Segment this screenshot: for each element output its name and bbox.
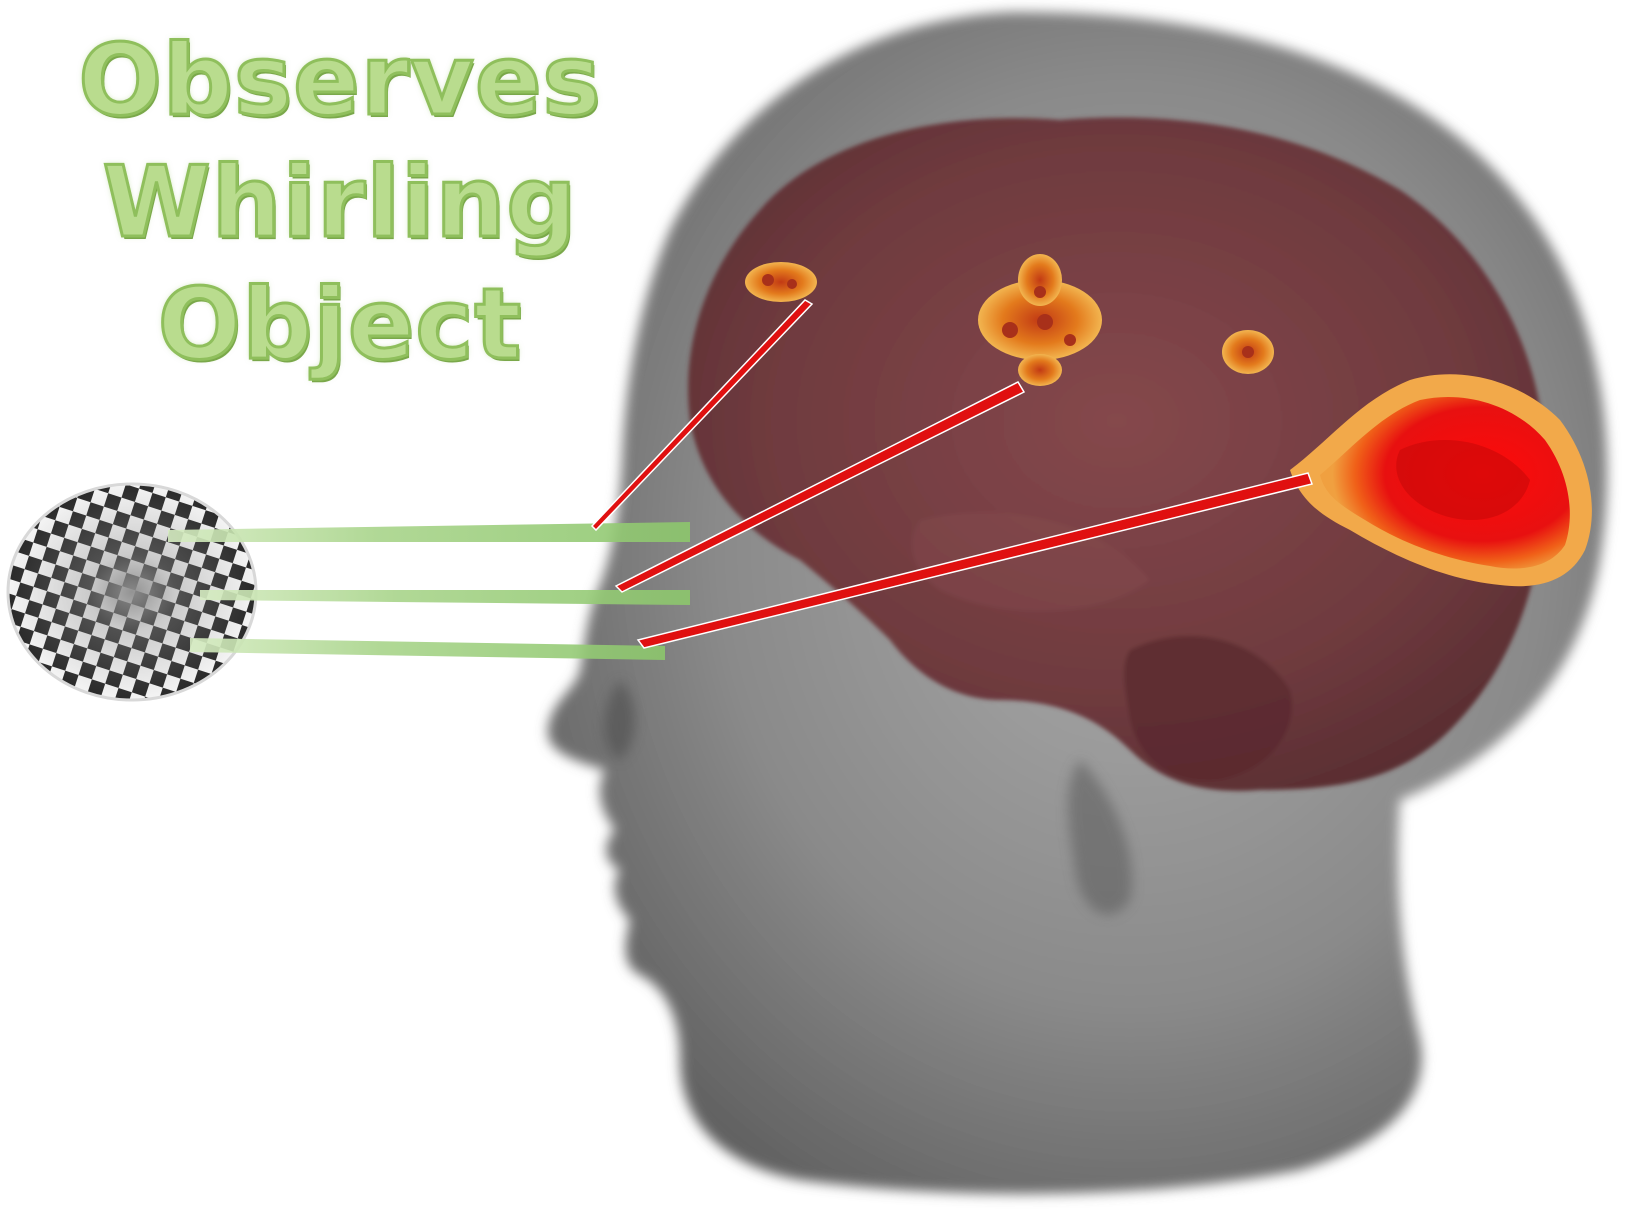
diagram-title: Observes Whirling Object [40, 20, 640, 386]
activation-blob-small-right [1222, 330, 1274, 374]
green-ray-top [168, 522, 690, 542]
title-line-3: Object [40, 264, 640, 386]
green-ray-middle [200, 590, 690, 605]
title-line-1: Observes [40, 20, 640, 142]
activation-blob-frontal-small [745, 262, 817, 302]
title-line-2: Whirling [40, 142, 640, 264]
